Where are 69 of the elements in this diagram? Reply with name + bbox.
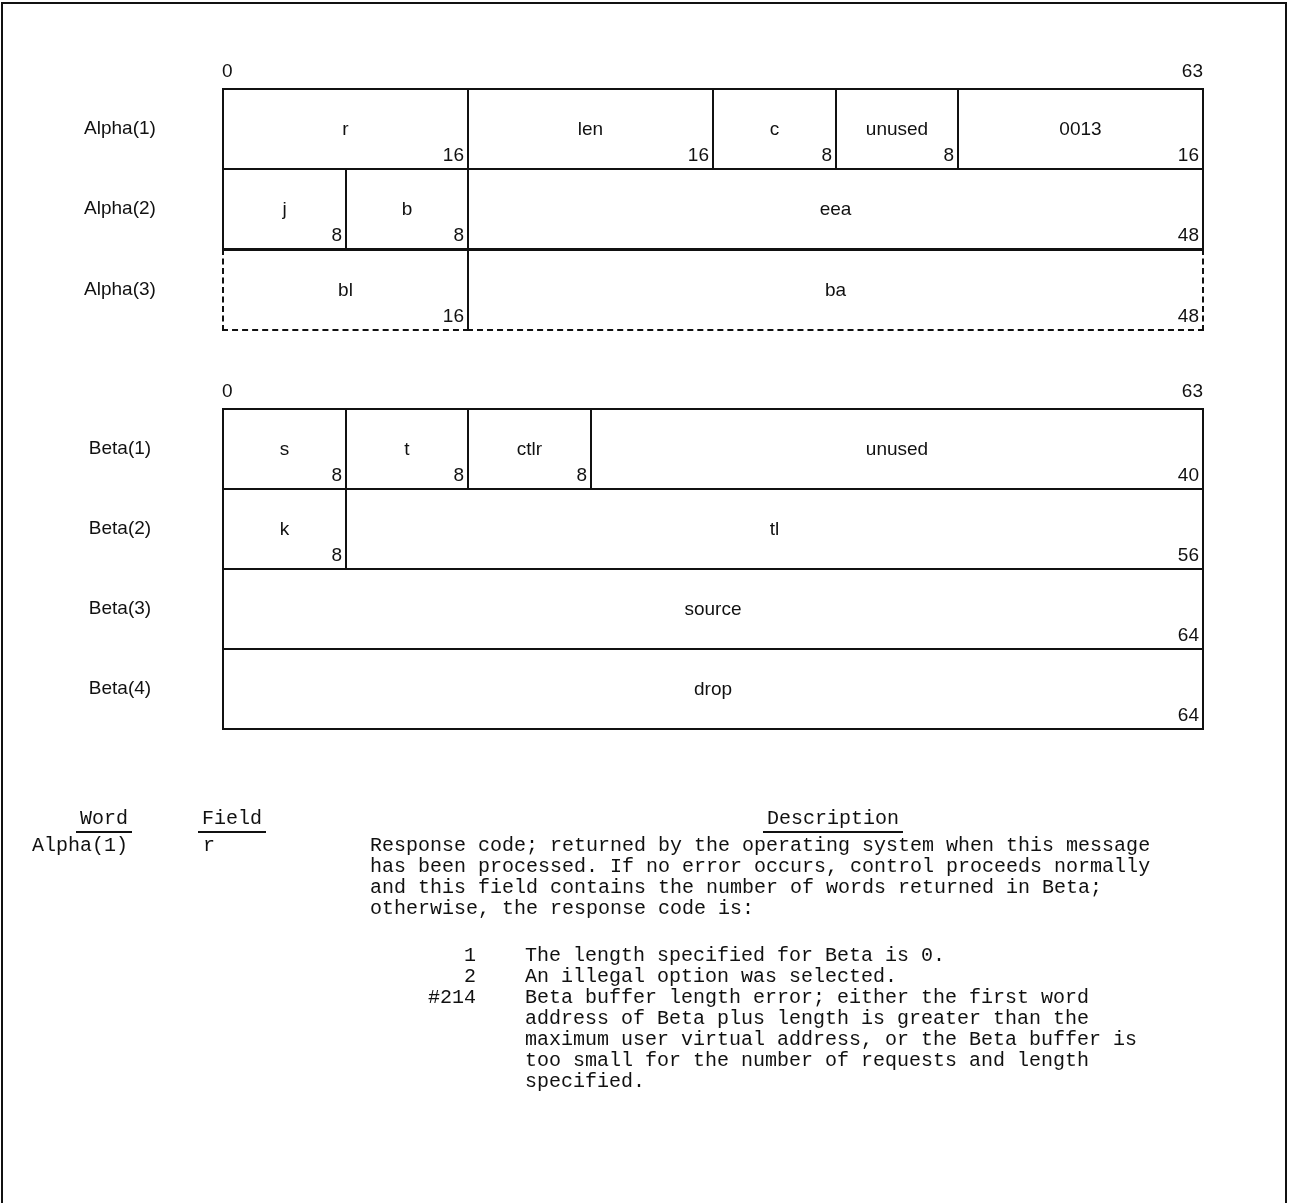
field-name: drop — [694, 678, 732, 700]
bit-width: 8 — [821, 144, 832, 166]
field-name: r — [342, 118, 349, 140]
bit-width: 8 — [331, 544, 342, 566]
bit-width: 8 — [331, 224, 342, 246]
field-name: j — [282, 198, 287, 220]
bit-position: 0 — [222, 380, 233, 402]
response-code: 1 — [464, 945, 476, 966]
word-label: Alpha(3) — [83, 278, 157, 300]
bit-position: 0 — [222, 60, 233, 82]
bit-width: 64 — [1177, 704, 1199, 726]
bit-field-box — [222, 249, 469, 331]
bit-field-box — [222, 88, 469, 170]
column-header: Description — [763, 808, 903, 833]
bit-width: 8 — [576, 464, 587, 486]
response-code: 2 — [464, 966, 476, 987]
code-description: An illegal option was selected. — [525, 966, 898, 987]
bit-width: 16 — [442, 144, 464, 166]
code-description: Beta buffer length error; either the first word address of Beta plus length is greater than the maximum user virtual address, or the Beta buffer is too small for the number of requests and length specified. — [525, 987, 1139, 1092]
field-name: r — [203, 835, 215, 856]
response-code: #214 — [428, 987, 476, 1008]
bit-field-box — [957, 88, 1204, 170]
field-name: b — [401, 198, 413, 220]
column-header: Word — [76, 808, 132, 833]
word-label: Beta(3) — [87, 597, 153, 619]
bit-width: 16 — [442, 305, 464, 327]
field-name: k — [279, 518, 290, 540]
code-description: The length specified for Beta is 0. — [525, 945, 946, 966]
bit-width: 8 — [331, 464, 342, 486]
field-name: t — [404, 438, 410, 460]
bit-field-box — [467, 249, 1204, 331]
word-label: Beta(1) — [87, 437, 153, 459]
bit-width: 16 — [1177, 144, 1199, 166]
field-name: len — [577, 118, 604, 140]
field-name: ctlr — [516, 438, 543, 460]
word-name: Alpha(1) — [32, 835, 128, 856]
bit-width: 8 — [453, 464, 464, 486]
bit-width: 48 — [1177, 224, 1199, 246]
bit-width: 48 — [1177, 305, 1199, 327]
bit-width: 8 — [453, 224, 464, 246]
bit-field-box — [590, 408, 1204, 490]
field-name: c — [769, 118, 780, 140]
field-name: eea — [819, 198, 852, 220]
field-name: s — [279, 438, 290, 460]
description-text: Response code; returned by the operating system when this message has been processed. If no error occurs, control proceeds normally and this field contains the number of words returned in Beta; otherwise, the response code is: — [370, 835, 1152, 919]
bit-width: 8 — [943, 144, 954, 166]
bit-field-box — [222, 648, 1204, 730]
field-name: ba — [824, 279, 847, 301]
field-name: unused — [865, 118, 929, 140]
bit-width: 56 — [1177, 544, 1199, 566]
word-label: Beta(4) — [87, 677, 153, 699]
field-name: 0013 — [1059, 118, 1102, 140]
field-name: bl — [338, 279, 353, 301]
column-header: Field — [198, 808, 266, 833]
word-label: Alpha(1) — [83, 117, 157, 139]
field-name: tl — [769, 518, 780, 540]
bit-field-box — [222, 408, 347, 490]
bit-field-box — [222, 568, 1204, 650]
field-name: unused — [865, 438, 929, 460]
bit-width: 40 — [1177, 464, 1199, 486]
bit-field-box — [467, 168, 1204, 250]
bit-position: 63 — [1181, 380, 1203, 402]
bit-position: 63 — [1181, 60, 1203, 82]
field-name: source — [684, 598, 742, 620]
bit-width: 64 — [1177, 624, 1199, 646]
bit-width: 16 — [687, 144, 709, 166]
word-label: Beta(2) — [87, 517, 153, 539]
word-label: Alpha(2) — [83, 197, 157, 219]
bit-field-box — [222, 168, 347, 250]
